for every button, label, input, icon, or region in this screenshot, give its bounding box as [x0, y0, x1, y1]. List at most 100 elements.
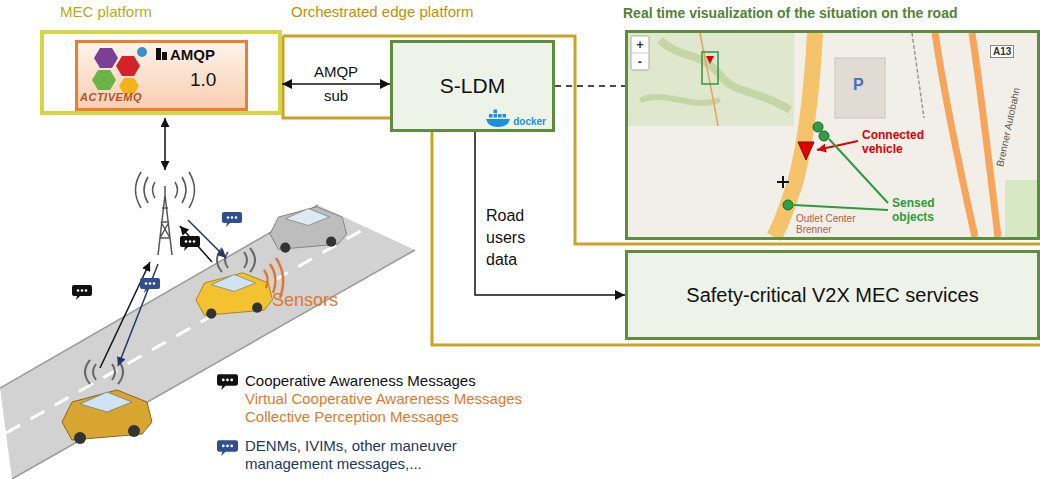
amqp-link	[282, 83, 390, 85]
legend-text: Cooperative Awareness Messages	[245, 372, 476, 390]
cell-tower	[158, 186, 172, 255]
cell-tower	[175, 172, 195, 208]
car	[280, 243, 290, 253]
legend-text: Collective Perception Messages	[245, 408, 458, 426]
node-title: Real time visualization of the situation…	[623, 5, 957, 21]
box-fills	[628, 253, 1037, 337]
car	[62, 390, 152, 440]
place-name: Outlet Center Brenner	[796, 213, 870, 235]
road-map	[702, 52, 718, 84]
road-map	[640, 97, 720, 103]
road-map	[1005, 180, 1037, 237]
node-title: AMQP	[170, 46, 215, 63]
service-box: Safety-critical V2X MEC services	[625, 250, 1040, 340]
message-arrows	[100, 220, 226, 368]
message-icons	[72, 285, 92, 300]
docker-logo	[486, 110, 510, 128]
docker-logo	[486, 119, 510, 127]
legend-text: Virtual Cooperative Awareness Messages	[245, 390, 522, 408]
edge-label: AMQP sub	[306, 60, 366, 108]
node-title: MEC platform	[60, 3, 152, 20]
node-title: S-LDM	[440, 74, 505, 98]
callout-label: Connected vehicle	[862, 128, 924, 156]
message-icons	[140, 278, 160, 293]
road-map	[700, 33, 718, 126]
legend-text: DENMs, IVIMs, other maneuver management …	[245, 437, 495, 473]
car	[252, 303, 262, 313]
node-title: Orchestrated edge platform	[291, 3, 474, 20]
car	[211, 275, 255, 292]
tower-link	[164, 118, 166, 170]
node-text: docker	[513, 116, 546, 127]
road-map	[783, 200, 793, 210]
legend-icons	[217, 440, 238, 456]
road-map	[628, 33, 1037, 237]
docker-logo	[494, 110, 498, 114]
road-map	[813, 122, 823, 132]
service-box: S-LDM docker	[390, 40, 555, 132]
road-map	[972, 33, 998, 237]
platform-box: MEC platformAMQP1.0ACTIVEMQ	[40, 30, 282, 115]
node-text: ACTIVEMQ	[80, 91, 142, 103]
car	[74, 432, 86, 444]
radio-waves	[85, 248, 255, 384]
platform-region: Orchestrated edge platformS-LDMdockerSaf…	[283, 36, 1040, 345]
car	[270, 207, 347, 250]
road-map	[819, 131, 829, 141]
radio-waves	[217, 248, 255, 272]
docker-logo	[503, 114, 507, 118]
road-map	[935, 33, 975, 237]
zoom-control: -	[631, 53, 649, 70]
activemq-logo	[116, 56, 140, 76]
activemq-logo	[92, 47, 147, 94]
road-map	[628, 33, 794, 126]
road-map	[794, 205, 888, 210]
parking-sign: P	[853, 76, 864, 94]
road-map	[631, 53, 649, 54]
road-map	[777, 176, 789, 188]
car	[206, 309, 216, 319]
message-icons	[222, 212, 242, 227]
node-title: Safety-critical V2X MEC services	[686, 284, 978, 307]
broker-box: AMQP 1.0ACTIVEMQ	[75, 40, 248, 111]
road-map	[798, 142, 814, 160]
message-icons	[72, 212, 242, 300]
road-map	[912, 33, 924, 118]
sensor-label: Sensors	[272, 290, 338, 311]
road-map	[835, 58, 885, 118]
activemq-logo	[92, 70, 116, 90]
amqp-logo-mark	[162, 52, 167, 60]
road-map	[628, 33, 1037, 237]
car	[270, 207, 347, 253]
zoom-control: +	[631, 36, 649, 53]
car	[62, 390, 152, 444]
edge-label: Road users data	[486, 205, 548, 271]
message-arrows	[100, 262, 150, 368]
message-arrows	[180, 226, 212, 262]
car	[128, 425, 140, 437]
road-shield: A13	[990, 45, 1014, 58]
car	[285, 209, 329, 226]
car	[196, 273, 273, 316]
docker-logo	[498, 114, 502, 118]
node-text: 1.0	[190, 69, 216, 91]
callout-label: Sensed objects	[892, 196, 946, 224]
radio-waves	[85, 360, 123, 384]
amqp-logo-mark	[156, 48, 167, 60]
box-fills	[393, 43, 552, 129]
road-map	[631, 36, 649, 70]
message-icons	[180, 236, 200, 251]
car	[326, 237, 336, 247]
data-flow-arrow	[475, 132, 625, 295]
cell-tower	[136, 172, 156, 208]
road-map	[706, 56, 714, 64]
docker-logo	[494, 114, 498, 118]
legend-icons	[217, 374, 238, 390]
map-panel: Real time visualization of the situation…	[625, 30, 1040, 240]
legend-icons	[217, 374, 238, 456]
activemq-logo	[137, 47, 147, 57]
car	[196, 273, 273, 319]
car	[80, 392, 132, 412]
docker-logo	[489, 114, 493, 118]
box-fills	[78, 43, 245, 108]
